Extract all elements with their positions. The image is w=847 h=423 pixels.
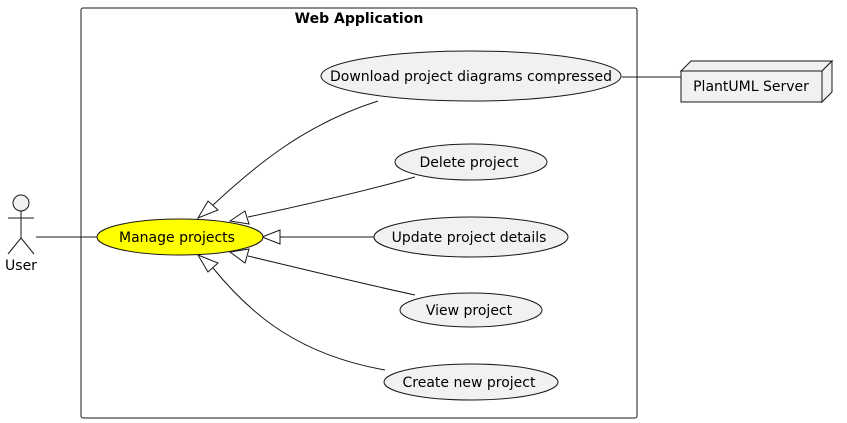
system-boundary: Web Application <box>80 7 638 419</box>
use-case-label: Update project details <box>392 230 547 246</box>
use-case-delete-project: Delete project <box>394 143 548 181</box>
use-case-manage-projects: Manage projects <box>96 218 264 256</box>
use-case-update-project: Update project details <box>373 216 569 258</box>
generalization-view <box>228 248 416 296</box>
node-plantuml-server: PlantUML Server <box>679 59 834 104</box>
system-title: Web Application <box>295 11 424 27</box>
system-boundary-frame <box>80 7 638 419</box>
use-case-label: Download project diagrams compressed <box>330 69 612 85</box>
node-top-face <box>679 60 834 72</box>
actor-user <box>7 194 35 255</box>
use-case-label: Delete project <box>419 155 519 171</box>
node-front-face <box>680 70 823 103</box>
actor-label: User <box>5 258 37 274</box>
use-case-create-project: Create new project <box>383 363 559 401</box>
use-case-view-project: View project <box>399 292 543 328</box>
generalization-delete <box>228 176 416 225</box>
generalization-download <box>196 100 379 220</box>
use-case-download-diagrams: Download project diagrams compressed <box>320 50 622 102</box>
actor-head <box>12 194 30 212</box>
use-case-label: Create new project <box>403 375 536 391</box>
generalization-update <box>260 229 374 245</box>
use-case-label: Manage projects <box>119 230 235 246</box>
generalization-create <box>196 253 386 371</box>
use-case-label: View project <box>426 303 513 319</box>
node-label: PlantUML Server <box>693 79 809 95</box>
connections <box>36 76 681 371</box>
